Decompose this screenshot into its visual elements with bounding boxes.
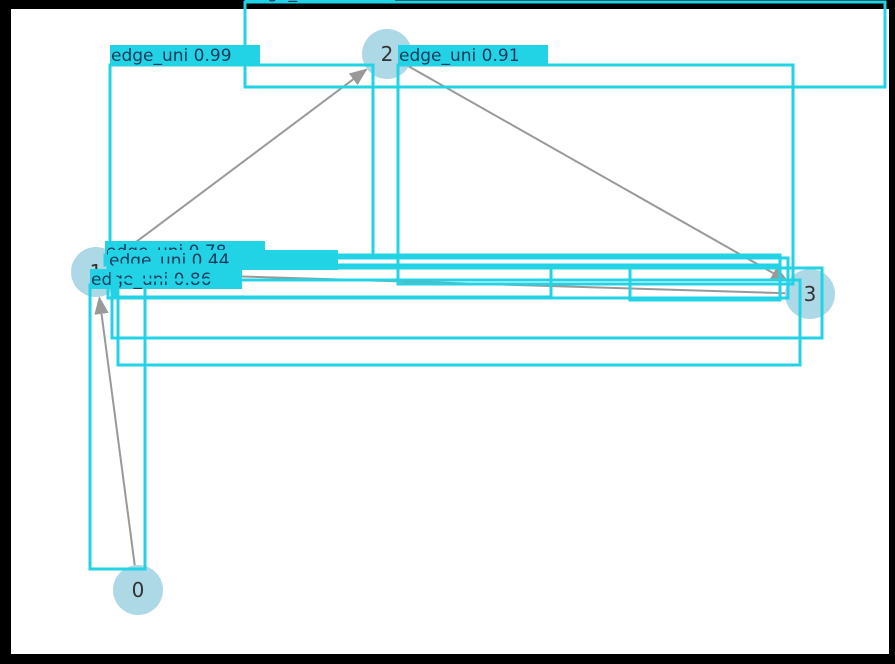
detection-box [396,63,795,286]
detection-box [628,263,782,302]
graph-canvas [11,9,889,654]
detection-0: edge_uni 0.34 [243,0,887,89]
detection-label-bg [398,45,548,65]
detection-box [116,278,802,367]
detection-label-bg [245,0,395,2]
node-circle [113,565,163,615]
detection-label: edge_uni 0.34 [246,0,367,3]
node-label: 3 [804,282,817,306]
edge-1-2 [115,68,368,258]
detection-label: edge_uni 0.91 [399,46,520,66]
edge-2-3 [408,65,789,283]
edge-0-1 [94,295,136,566]
detection-2: edge_uni 0.91 [396,45,795,286]
node-label: 2 [381,42,394,66]
detection-9 [116,278,802,367]
edges-layer [94,65,789,566]
node-label: 0 [132,578,145,602]
node-0: 0 [113,565,163,615]
detection-box [243,0,887,89]
detection-label: edge_uni 0.99 [111,46,232,66]
detection-7 [628,263,782,302]
detection-8 [110,266,824,340]
nodes-layer: 0123 [71,29,835,615]
detection-label-bg [110,45,260,65]
detection-1: edge_uni 0.99 [108,45,375,258]
detection-box [110,266,824,340]
